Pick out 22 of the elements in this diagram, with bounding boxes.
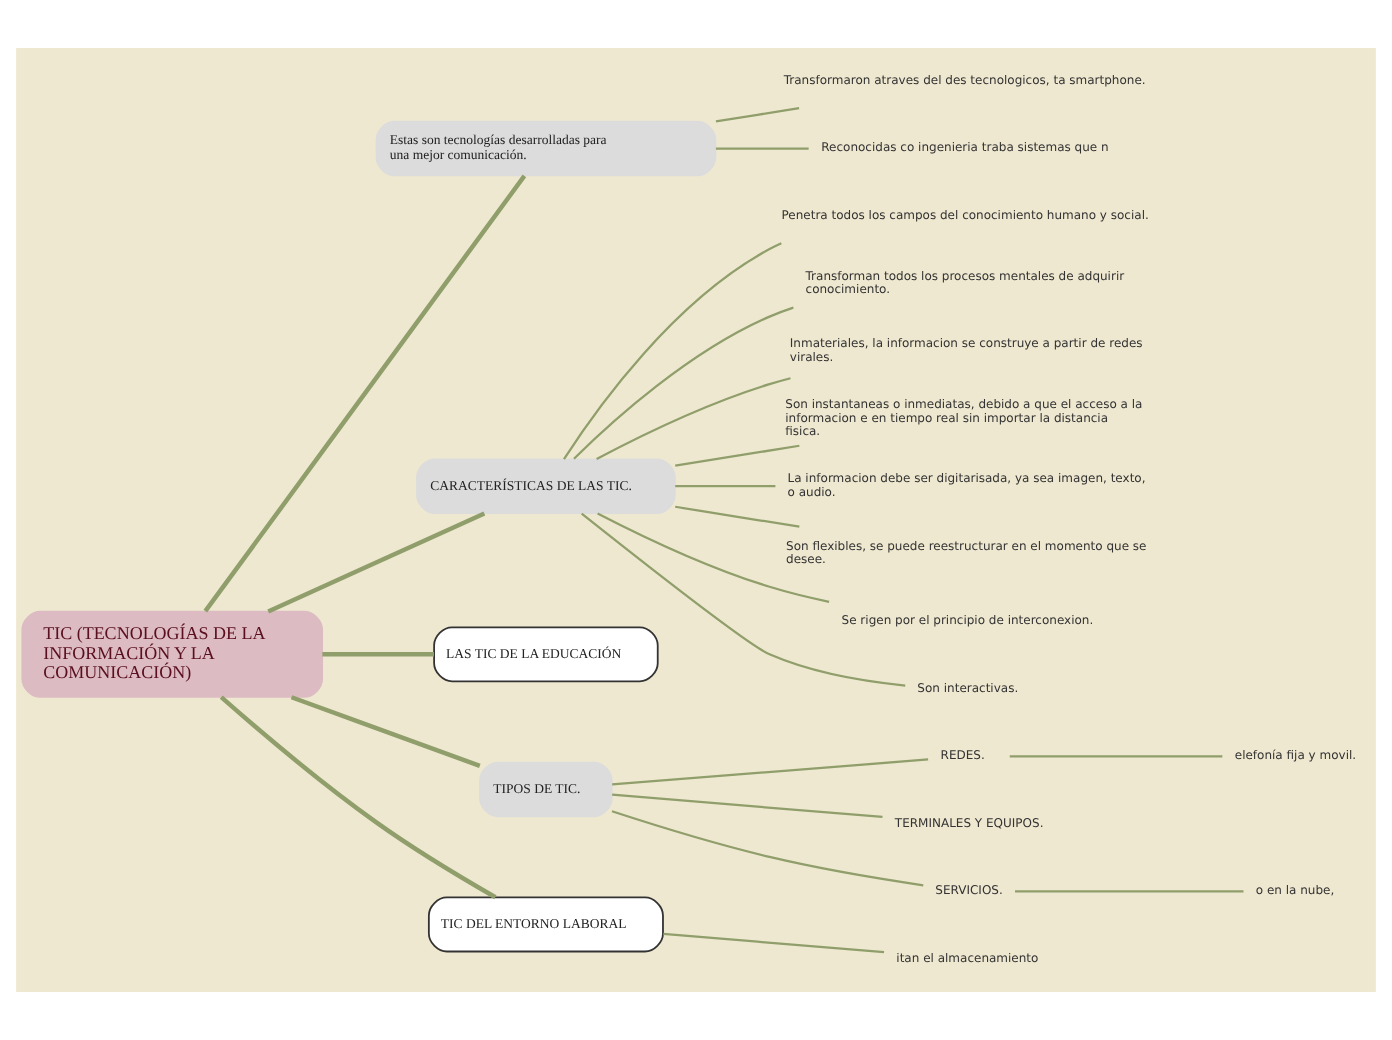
connector <box>573 306 794 460</box>
connector <box>612 758 929 786</box>
connector <box>203 174 527 613</box>
connector <box>675 505 800 528</box>
connector <box>290 695 481 768</box>
connector <box>1009 755 1223 758</box>
connector <box>611 810 924 887</box>
connector <box>1015 890 1244 893</box>
connector <box>675 485 776 488</box>
connector <box>663 932 885 954</box>
connector <box>219 695 497 900</box>
connector <box>715 147 809 150</box>
connector <box>597 512 830 603</box>
connector <box>675 444 800 467</box>
connector <box>581 512 906 687</box>
connector <box>715 107 800 123</box>
connector <box>563 242 782 460</box>
connector <box>612 793 883 819</box>
connector <box>322 652 434 657</box>
node-box: TIC (TECNOLOGÍAS DE LA INFORMACIÓN Y LA COMUNICACIÓN) <box>21 610 324 698</box>
connector <box>267 511 486 614</box>
connector <box>596 377 791 460</box>
